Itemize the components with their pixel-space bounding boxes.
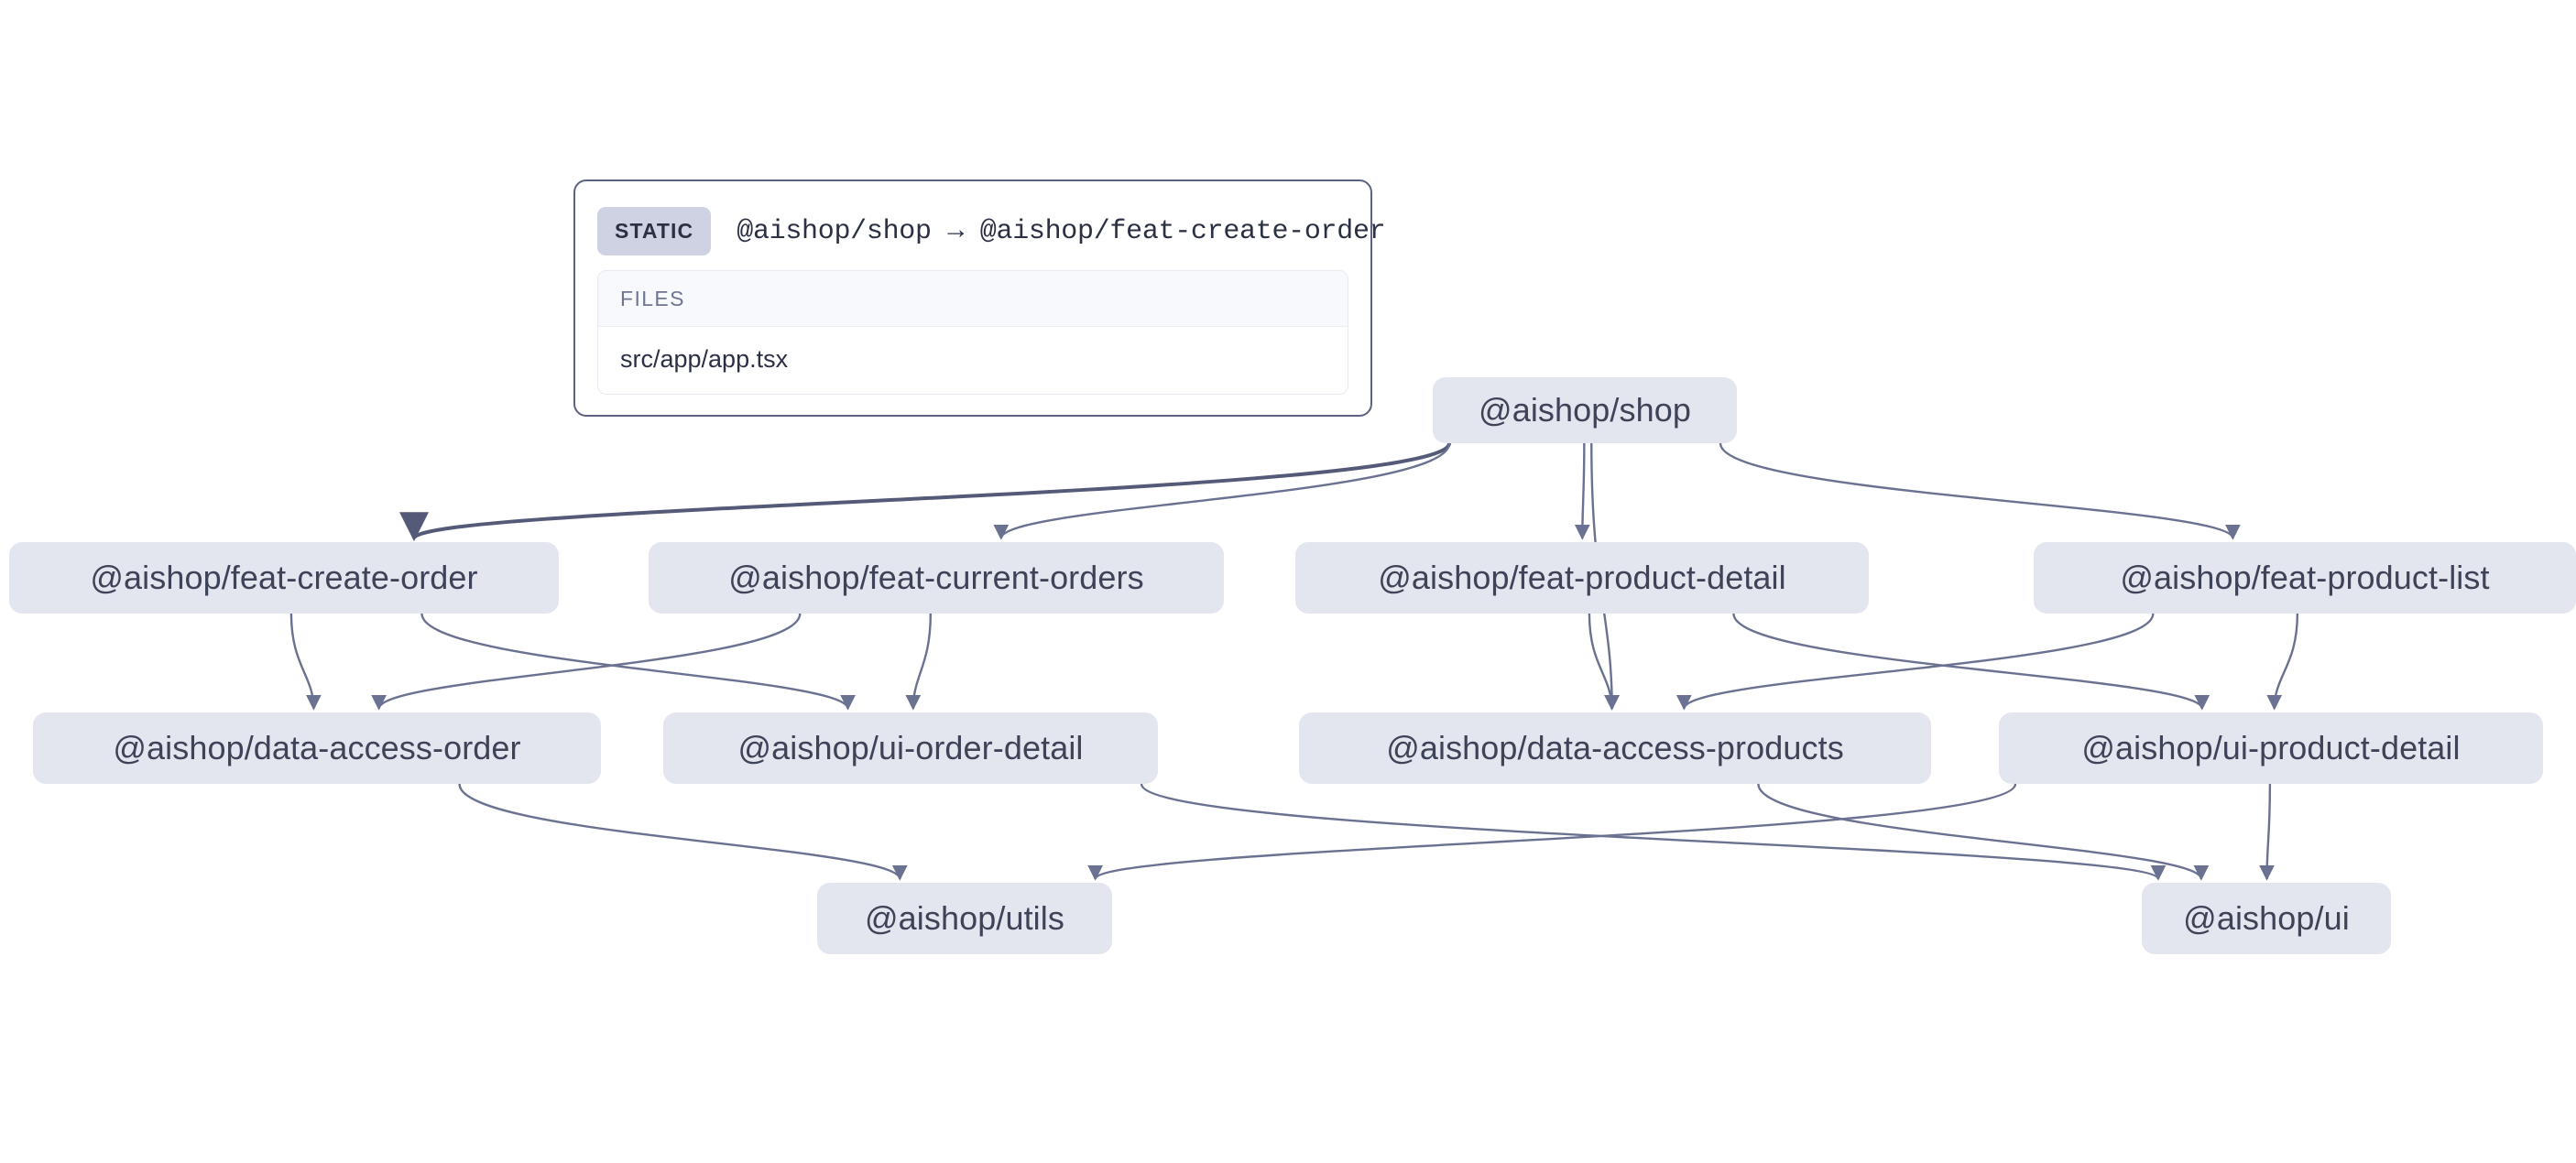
graph-node-label: @aishop/data-access-order [113,729,521,766]
graph-node-ui-product-detail[interactable]: @aishop/ui-product-detail [1999,712,2543,784]
files-section-header: FILES [598,271,1348,327]
graph-edge-ui-order-detail-to-ui[interactable] [1140,783,2166,881]
graph-node-label: @aishop/shop [1479,391,1691,429]
graph-edge-shop-to-feat-product-detail[interactable] [1574,442,1590,540]
graph-edge-feat-product-list-to-ui-product-detail[interactable] [2266,613,2299,711]
graph-edge-shop-to-feat-product-list[interactable] [1719,442,2241,540]
graph-edge-data-access-order-to-utils[interactable] [458,783,908,881]
file-row[interactable]: src/app/app.tsx [598,327,1348,394]
graph-node-utils[interactable]: @aishop/utils [817,883,1112,954]
graph-node-label: @aishop/ui-product-detail [2081,729,2461,766]
graph-edge-feat-product-list-to-data-access-products[interactable] [1676,613,2155,711]
graph-edge-ui-product-detail-to-ui[interactable] [2259,783,2275,881]
static-badge: STATIC [597,207,712,255]
graph-node-label: @aishop/ui [2183,899,2350,937]
graph-edge-data-access-products-to-ui[interactable] [1757,783,2210,881]
graph-node-label: @aishop/feat-current-orders [728,559,1144,596]
graph-node-data-access-order[interactable]: @aishop/data-access-order [33,712,601,784]
graph-edge-shop-to-feat-create-order[interactable] [399,442,1451,542]
tooltip-header: STATIC @aishop/shop → @aishop/feat-creat… [597,201,1386,270]
graph-edge-ui-product-detail-to-utils[interactable] [1087,783,2017,881]
graph-node-data-access-products[interactable]: @aishop/data-access-products [1299,712,1931,784]
graph-edge-feat-create-order-to-data-access-order[interactable] [289,613,322,711]
graph-node-label: @aishop/ui-order-detail [737,729,1084,766]
graph-node-label: @aishop/feat-product-detail [1378,559,1786,596]
graph-node-feat-product-list[interactable]: @aishop/feat-product-list [2034,542,2576,614]
graph-node-feat-current-orders[interactable]: @aishop/feat-current-orders [649,542,1224,614]
files-panel: FILES src/app/app.tsx [597,270,1348,395]
graph-node-label: @aishop/feat-create-order [90,559,478,596]
tooltip-title: @aishop/shop → @aishop/feat-create-order [737,215,1386,247]
graph-node-shop[interactable]: @aishop/shop [1433,377,1737,443]
graph-node-ui-order-detail[interactable]: @aishop/ui-order-detail [663,712,1158,784]
graph-node-feat-product-detail[interactable]: @aishop/feat-product-detail [1295,542,1869,614]
edge-detail-tooltip[interactable]: STATIC @aishop/shop → @aishop/feat-creat… [573,179,1386,417]
graph-node-label: @aishop/utils [865,899,1064,937]
graph-edge-shop-to-feat-current-orders[interactable] [993,442,1451,540]
graph-edge-feat-create-order-to-ui-order-detail[interactable] [420,613,856,711]
files-list: src/app/app.tsx [598,327,1348,394]
graph-edge-feat-current-orders-to-ui-order-detail[interactable] [905,613,933,711]
graph-node-ui[interactable]: @aishop/ui [2142,883,2391,954]
graph-node-label: @aishop/data-access-products [1386,729,1844,766]
graph-edge-feat-current-orders-to-data-access-order[interactable] [371,613,802,711]
graph-edge-feat-product-detail-to-ui-product-detail[interactable] [1732,613,2210,711]
graph-node-label: @aishop/feat-product-list [2120,559,2490,596]
graph-node-feat-create-order[interactable]: @aishop/feat-create-order [9,542,559,614]
graph-edge-feat-product-detail-to-data-access-products[interactable] [1588,613,1620,711]
